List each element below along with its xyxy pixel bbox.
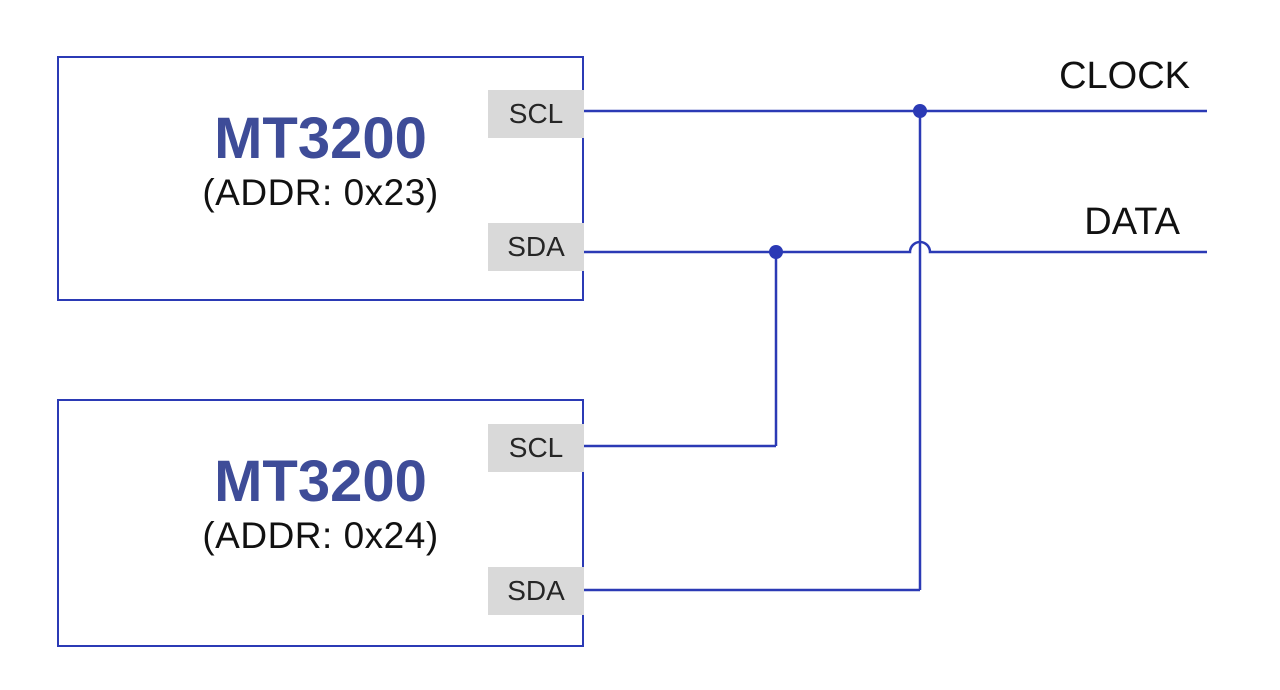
device-address: (ADDR: 0x24)	[202, 515, 439, 556]
data-junction-dot	[769, 245, 783, 259]
device-address: (ADDR: 0x23)	[202, 172, 439, 213]
device-box-mt3200-0x23: MT3200 (ADDR: 0x23) SCL SDA	[57, 56, 584, 301]
pin-sda: SDA	[488, 223, 584, 271]
pin-sda: SDA	[488, 567, 584, 615]
device-box-mt3200-0x24: MT3200 (ADDR: 0x24) SCL SDA	[57, 399, 584, 647]
device-name: MT3200	[214, 449, 427, 514]
clock-junction-dot	[913, 104, 927, 118]
device-name: MT3200	[214, 106, 427, 171]
clock-bus-label: CLOCK	[1059, 55, 1190, 97]
pin-scl: SCL	[488, 424, 584, 472]
data-bus-wire	[584, 240, 1207, 254]
pin-scl: SCL	[488, 90, 584, 138]
data-bus-label: DATA	[1084, 201, 1180, 243]
